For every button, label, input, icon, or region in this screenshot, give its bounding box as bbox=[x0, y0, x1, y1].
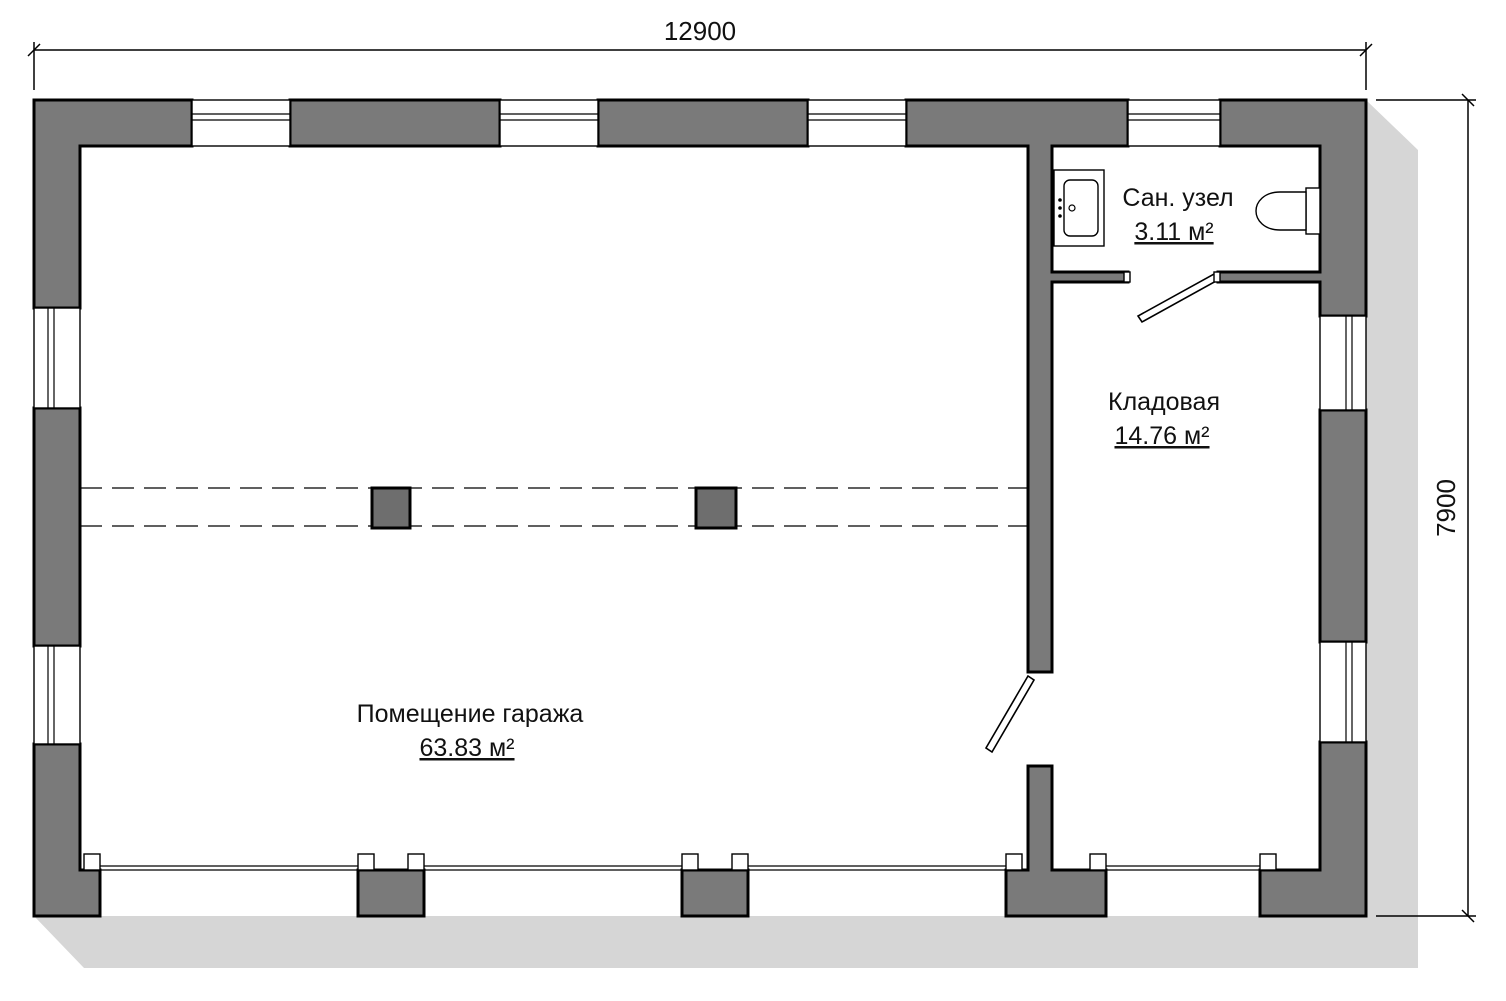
column-left bbox=[370, 486, 412, 530]
storage-door bbox=[984, 674, 1036, 754]
garage-area: 63.83 м² bbox=[419, 734, 514, 762]
top-windows bbox=[191, 99, 1221, 147]
bathroom-area: 3.11 м² bbox=[1134, 218, 1213, 246]
bathroom-door bbox=[1123, 271, 1221, 324]
dimension-width: 12900 bbox=[27, 16, 1373, 90]
storage-name: Кладовая bbox=[1108, 388, 1220, 416]
storage-area: 14.76 м² bbox=[1114, 422, 1209, 450]
bottom-wall bbox=[83, 764, 1277, 918]
right-wall bbox=[1258, 315, 1368, 918]
height-label: 7900 bbox=[1431, 479, 1461, 537]
dimension-height: 7900 bbox=[1376, 93, 1476, 923]
garage-name: Помещение гаража bbox=[357, 700, 584, 728]
width-label: 12900 bbox=[664, 16, 736, 46]
bathroom-name: Сан. узел bbox=[1122, 184, 1233, 212]
left-wall bbox=[32, 307, 102, 918]
column-right bbox=[694, 486, 738, 530]
sink-icon bbox=[1053, 169, 1105, 247]
toilet-icon bbox=[1255, 187, 1321, 235]
